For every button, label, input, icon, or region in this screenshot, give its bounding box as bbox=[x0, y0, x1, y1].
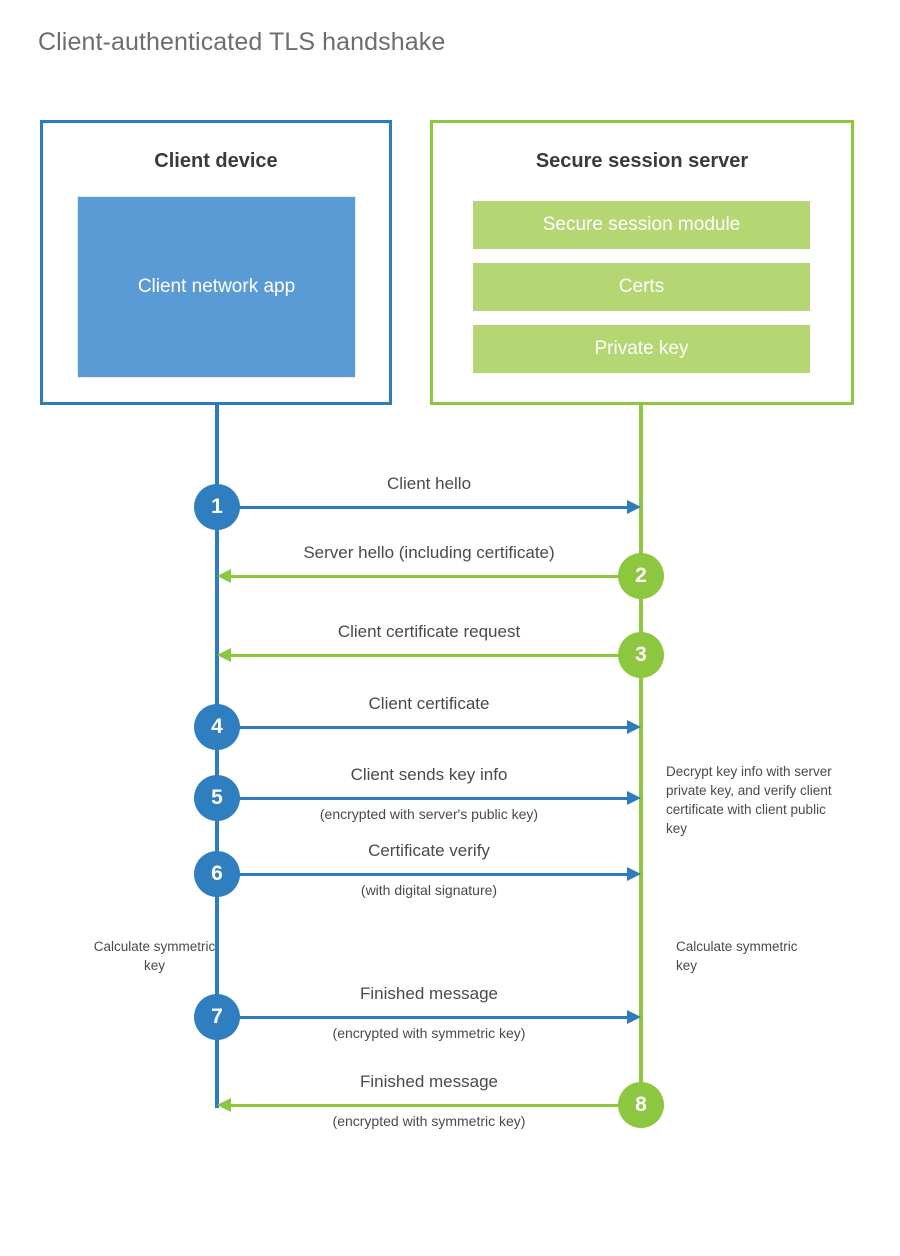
client-device-title: Client device bbox=[154, 150, 278, 172]
message-label-6: Certificate verify bbox=[368, 841, 490, 860]
server-module-secure-session-module: Secure session module bbox=[473, 201, 810, 249]
message-arrow-head-3 bbox=[217, 648, 231, 662]
message-label-7: Finished message bbox=[360, 984, 498, 1003]
page-title: Client-authenticated TLS handshake bbox=[38, 28, 446, 56]
secure-session-server-title: Secure session server bbox=[535, 150, 749, 172]
step-circle-7: 7 bbox=[194, 994, 240, 1040]
step-circle-4: 4 bbox=[194, 704, 240, 750]
note-calculate-symmetric-key-server: Calculate symmetric key bbox=[676, 939, 798, 974]
message-arrow-line-7 bbox=[217, 1016, 629, 1019]
message-label-1: Client hello bbox=[386, 474, 472, 493]
message-label-8: Finished message bbox=[360, 1072, 498, 1091]
message-arrow-line-4 bbox=[217, 726, 629, 729]
step-circle-8: 8 bbox=[618, 1082, 664, 1128]
message-sublabel-7: (encrypted with symmetric key) bbox=[332, 1025, 526, 1041]
server-module-private-key: Private key bbox=[473, 325, 810, 373]
message-arrow-line-6 bbox=[217, 873, 629, 876]
client-lifeline bbox=[215, 405, 219, 1108]
secure-session-server-box: Secure session server Secure session mod… bbox=[430, 120, 854, 405]
step-circle-2: 2 bbox=[618, 553, 664, 599]
note-decrypt-key-info: Decrypt key info with server private key… bbox=[666, 764, 832, 837]
message-label-3: Client certificate request bbox=[337, 622, 521, 641]
message-label-4: Client certificate bbox=[368, 694, 490, 713]
message-arrow-line-5 bbox=[217, 797, 629, 800]
step-circle-5: 5 bbox=[194, 775, 240, 821]
server-lifeline bbox=[639, 405, 643, 1108]
message-arrow-line-3 bbox=[230, 654, 641, 657]
message-arrow-head-4 bbox=[627, 720, 641, 734]
message-sublabel-5: (encrypted with server's public key) bbox=[319, 806, 539, 822]
message-arrow-head-2 bbox=[217, 569, 231, 583]
message-arrow-head-6 bbox=[627, 867, 641, 881]
message-sublabel-8: (encrypted with symmetric key) bbox=[332, 1113, 526, 1129]
step-circle-6: 6 bbox=[194, 851, 240, 897]
message-arrow-head-5 bbox=[627, 791, 641, 805]
message-arrow-line-2 bbox=[230, 575, 641, 578]
client-network-app-block: Client network app bbox=[77, 196, 356, 378]
message-label-2: Server hello (including certificate) bbox=[303, 543, 555, 562]
message-arrow-head-1 bbox=[627, 500, 641, 514]
client-device-box: Client device Client network app bbox=[40, 120, 392, 405]
message-arrow-line-8 bbox=[230, 1104, 641, 1107]
message-arrow-line-1 bbox=[217, 506, 629, 509]
message-sublabel-6: (with digital signature) bbox=[360, 882, 498, 898]
step-circle-1: 1 bbox=[194, 484, 240, 530]
server-module-certs: Certs bbox=[473, 263, 810, 311]
message-label-5: Client sends key info bbox=[350, 765, 508, 784]
note-calculate-symmetric-key-client: Calculate symmetric key bbox=[93, 939, 216, 974]
message-arrow-head-7 bbox=[627, 1010, 641, 1024]
message-arrow-head-8 bbox=[217, 1098, 231, 1112]
step-circle-3: 3 bbox=[618, 632, 664, 678]
